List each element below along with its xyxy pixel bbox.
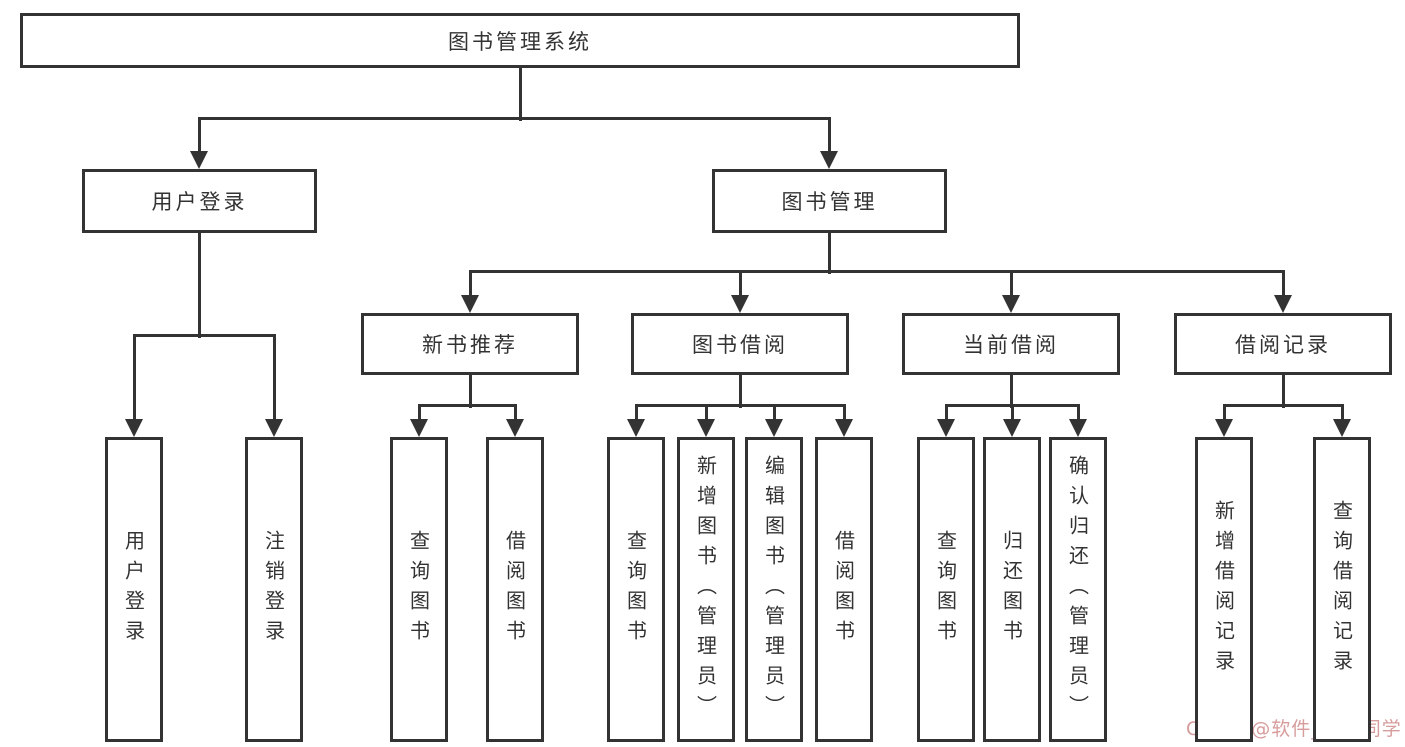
connector-line <box>1010 375 1013 408</box>
connector-line <box>1223 405 1226 423</box>
arrow-down-icon <box>820 151 838 169</box>
node-cb-query-books: 查询图书 <box>917 437 975 742</box>
arrow-down-icon <box>461 295 479 313</box>
arrow-down-icon <box>731 295 749 313</box>
connector-line <box>469 375 472 408</box>
connector-line <box>705 405 708 423</box>
node-book-borrow: 图书借阅 <box>631 313 849 375</box>
arrow-down-icon <box>835 419 853 437</box>
arrow-down-icon <box>697 419 715 437</box>
connector-line <box>773 405 776 423</box>
node-book-mgmt: 图书管理 <box>712 169 947 233</box>
connector-line <box>945 405 948 423</box>
connector-line <box>739 375 742 408</box>
connector-line <box>828 118 831 155</box>
arrow-down-icon <box>1002 295 1020 313</box>
arrow-down-icon <box>1333 419 1351 437</box>
arrow-down-icon <box>1069 419 1087 437</box>
node-label-bb-borrow-books: 借阅图书 <box>831 529 856 650</box>
node-label-logout-leaf: 注销登录 <box>261 529 286 650</box>
arrow-down-icon <box>506 419 524 437</box>
node-label-bb-add-books: 新增图书（管理员） <box>693 454 718 725</box>
connector-line <box>273 335 276 423</box>
node-bb-borrow-books: 借阅图书 <box>815 437 873 742</box>
node-label-rec-borrow-books: 借阅图书 <box>502 529 527 650</box>
node-user-login: 用户登录 <box>82 169 317 233</box>
connector-line <box>635 405 638 423</box>
arrow-down-icon <box>265 419 283 437</box>
node-label-cb-confirm-return: 确认归还（管理员） <box>1065 454 1090 725</box>
connector-line <box>1282 375 1285 408</box>
connector-line <box>198 233 201 338</box>
arrow-down-icon <box>765 419 783 437</box>
arrow-down-icon <box>1274 295 1292 313</box>
arrow-down-icon <box>410 419 428 437</box>
node-cb-confirm-return: 确认归还（管理员） <box>1049 437 1107 742</box>
arrow-down-icon <box>627 419 645 437</box>
node-br-add-record: 新增借阅记录 <box>1195 437 1253 742</box>
arrow-down-icon <box>1215 419 1233 437</box>
connector-line <box>133 334 276 337</box>
connector-line <box>418 404 517 407</box>
connector-line <box>469 271 472 299</box>
node-label-borrow-records: 借阅记录 <box>1235 333 1331 357</box>
arrow-down-icon <box>190 151 208 169</box>
node-current-borrow: 当前借阅 <box>902 313 1120 375</box>
node-login-leaf: 用户登录 <box>105 437 163 742</box>
connector-line <box>198 117 831 120</box>
connector-line <box>1010 271 1013 299</box>
node-bb-add-books: 新增图书（管理员） <box>677 437 735 742</box>
arrow-down-icon <box>937 419 955 437</box>
connector-line <box>519 68 522 121</box>
node-rec-query-books: 查询图书 <box>390 437 448 742</box>
connector-line <box>198 118 201 155</box>
node-root: 图书管理系统 <box>20 13 1020 68</box>
node-label-login-leaf: 用户登录 <box>121 529 146 650</box>
connector-line <box>635 404 846 407</box>
node-label-user-login: 用户登录 <box>151 190 248 214</box>
arrow-down-icon <box>1003 419 1021 437</box>
node-rec-borrow-books: 借阅图书 <box>486 437 544 742</box>
node-logout-leaf: 注销登录 <box>245 437 303 742</box>
node-cb-return-books: 归还图书 <box>983 437 1041 742</box>
node-borrow-records: 借阅记录 <box>1174 313 1392 375</box>
node-label-br-add-record: 新增借阅记录 <box>1211 499 1236 680</box>
node-label-bb-edit-books: 编辑图书（管理员） <box>761 454 786 725</box>
node-label-book-borrow: 图书借阅 <box>692 333 788 357</box>
connector-line <box>1011 405 1014 423</box>
arrow-down-icon <box>125 419 143 437</box>
node-bb-query-books: 查询图书 <box>607 437 665 742</box>
node-br-query-record: 查询借阅记录 <box>1313 437 1371 742</box>
node-label-cb-return-books: 归还图书 <box>999 529 1024 650</box>
connector-line <box>1341 405 1344 423</box>
node-label-bb-query-books: 查询图书 <box>623 529 648 650</box>
connector-line <box>1077 405 1080 423</box>
connector-line <box>843 405 846 423</box>
node-label-cb-query-books: 查询图书 <box>933 529 958 650</box>
connector-line <box>133 335 136 423</box>
node-label-rec-query-books: 查询图书 <box>406 529 431 650</box>
node-bb-edit-books: 编辑图书（管理员） <box>745 437 803 742</box>
node-new-book-rec: 新书推荐 <box>361 313 579 375</box>
node-label-book-mgmt: 图书管理 <box>781 190 878 214</box>
connector-line <box>828 233 831 274</box>
node-label-br-query-record: 查询借阅记录 <box>1329 499 1354 680</box>
node-label-current-borrow: 当前借阅 <box>963 333 1059 357</box>
connector-line <box>739 271 742 299</box>
node-label-root: 图书管理系统 <box>448 29 592 54</box>
connector-line <box>1282 271 1285 299</box>
connector-line <box>514 405 517 423</box>
connector-line <box>418 405 421 423</box>
connector-line <box>1223 404 1344 407</box>
connector-line <box>469 270 1285 273</box>
node-label-new-book-rec: 新书推荐 <box>422 333 518 357</box>
